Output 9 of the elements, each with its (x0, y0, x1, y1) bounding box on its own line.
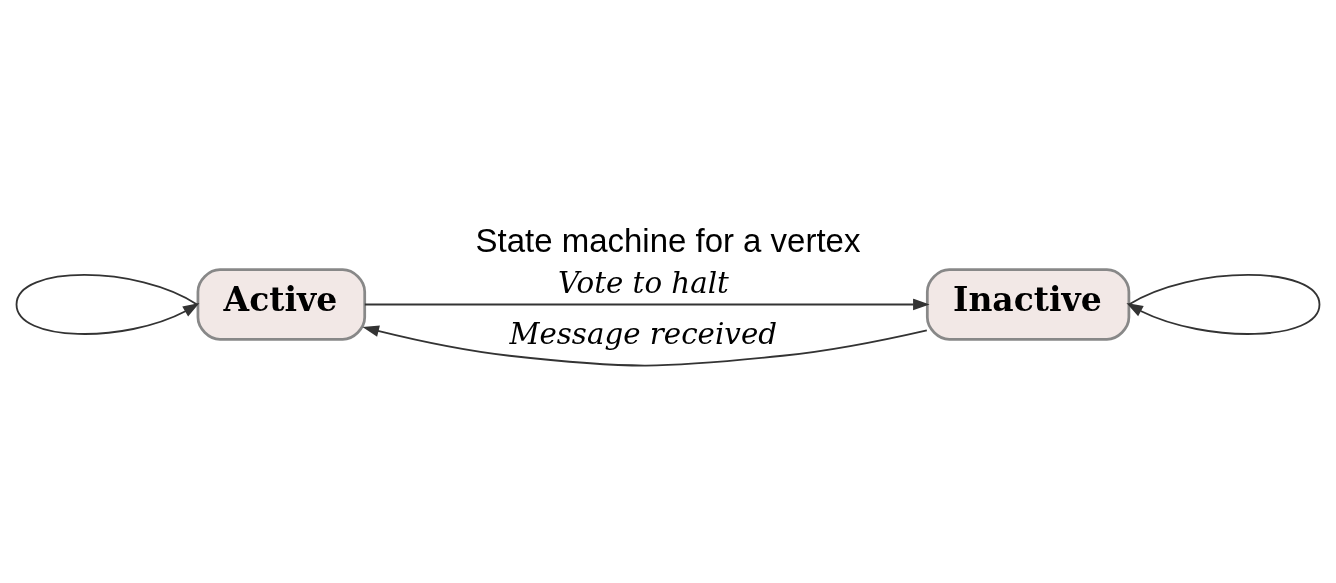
node-box: Inactive (925, 267, 1131, 341)
arrow (363, 298, 930, 310)
edge-label: Message received (509, 316, 778, 351)
arrow (1126, 273, 1321, 335)
arrow (15, 273, 200, 335)
diagram-title: State machine for a vertex (475, 221, 861, 259)
node-box: Active (196, 267, 367, 341)
edge-label: Vote to halt (558, 265, 729, 300)
arrow (362, 324, 928, 366)
